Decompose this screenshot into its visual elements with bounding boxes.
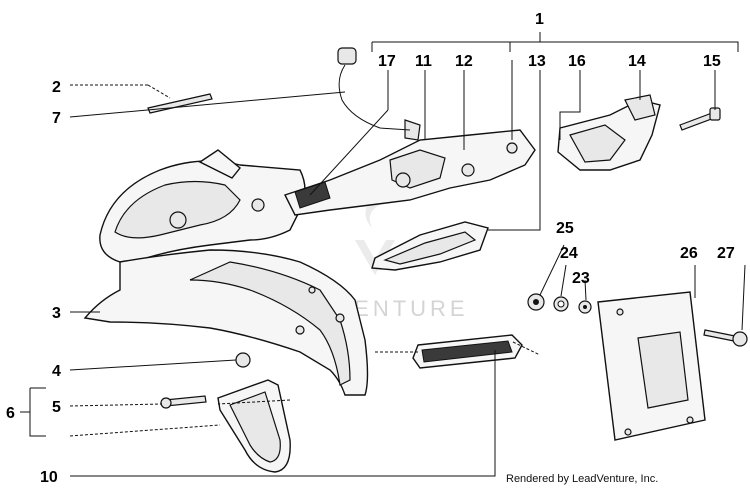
grommet-4 <box>235 352 251 368</box>
reflector-lens <box>371 221 489 271</box>
screw-15 <box>679 107 721 131</box>
callout-12: 12 <box>455 53 473 70</box>
callout-14: 14 <box>628 53 646 70</box>
callout-17: 17 <box>378 53 396 70</box>
wire-harness <box>337 47 411 131</box>
watermark-logo <box>355 200 395 275</box>
callout-23: 23 <box>572 270 590 287</box>
tie-wrap <box>147 93 213 114</box>
callout-2: 2 <box>52 79 61 96</box>
callout-6: 6 <box>6 405 15 422</box>
callout-10: 10 <box>40 469 58 486</box>
callout-3: 3 <box>52 305 61 322</box>
rear-mudguard <box>83 149 369 396</box>
callout-24: 24 <box>560 245 578 262</box>
washer-23 <box>578 300 592 314</box>
callout-15: 15 <box>703 53 721 70</box>
callout-26: 26 <box>680 245 698 262</box>
callout-1: 1 <box>535 11 544 28</box>
callout-7: 7 <box>52 110 61 127</box>
callout-27: 27 <box>717 245 735 262</box>
callout-5: 5 <box>52 399 61 416</box>
callout-25: 25 <box>556 220 574 237</box>
mud-flap <box>217 379 291 473</box>
washer-24 <box>553 296 569 312</box>
screw-27 <box>703 329 748 347</box>
callout-11: 11 <box>415 53 432 70</box>
callout-13: 13 <box>528 53 546 70</box>
callout-4: 4 <box>52 363 61 380</box>
rear-reflector <box>412 334 523 369</box>
tail-light-housing <box>557 94 661 171</box>
license-plate-holder <box>597 291 706 441</box>
nut-25 <box>527 293 545 311</box>
callout-16: 16 <box>568 53 586 70</box>
leader-lines <box>20 32 746 477</box>
bracket-assembly <box>284 119 536 216</box>
credit-text: Rendered by LeadVenture, Inc. <box>506 473 658 485</box>
screw-5 <box>160 395 207 409</box>
